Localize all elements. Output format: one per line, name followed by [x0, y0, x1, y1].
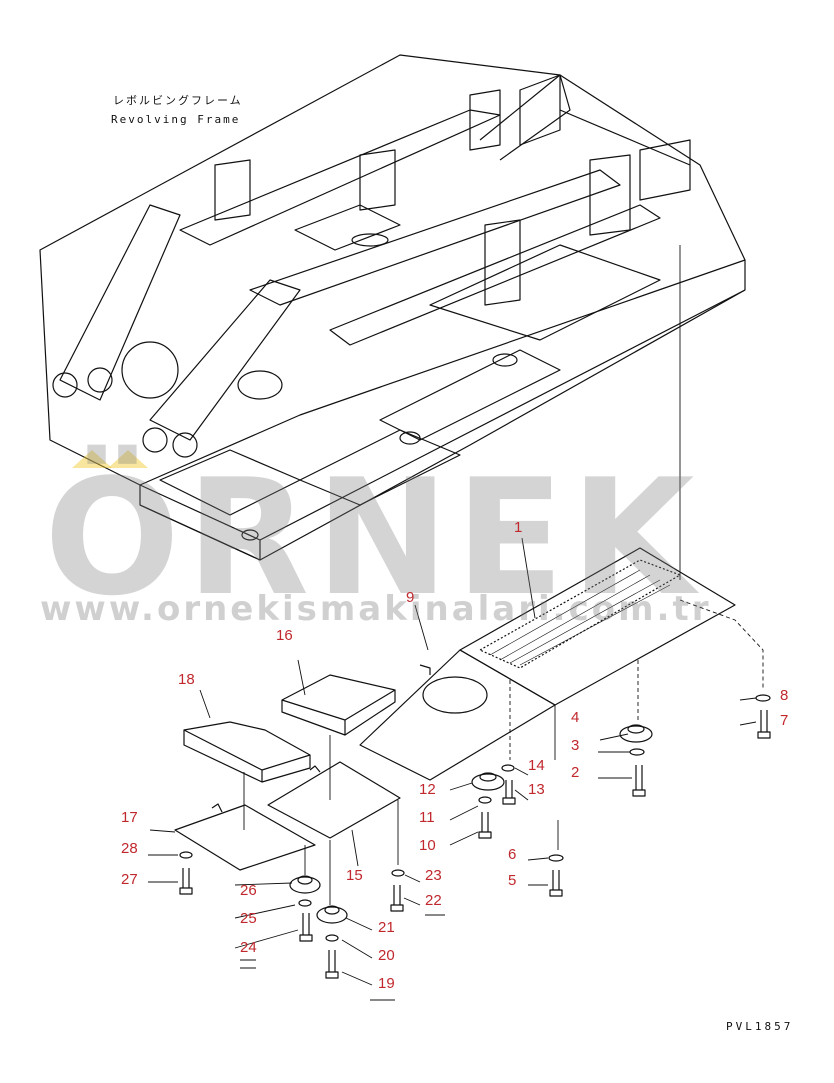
part-label-12: 12 [419, 781, 436, 798]
watermark-brand: ÖRNEK [44, 444, 701, 631]
cover-plate-9 [359, 649, 556, 781]
part-label-15: 15 [346, 867, 363, 884]
part-label-19: 19 [378, 975, 395, 992]
block-18 [183, 721, 311, 783]
part-label-9: 9 [406, 589, 415, 606]
part-label-20: 20 [378, 947, 395, 964]
part-label-8: 8 [780, 687, 789, 704]
part-label-4: 4 [571, 709, 580, 726]
watermark-dot-left [72, 450, 112, 468]
watermark-url: www.ornekismakinalari.com.tr [40, 589, 712, 629]
drawing-code: PVL1857 [726, 1020, 794, 1033]
part-label-16: 16 [276, 627, 293, 644]
bolts [179, 710, 771, 979]
part-label-3: 3 [571, 737, 580, 754]
part-label-26: 26 [240, 882, 257, 899]
diagram-title-en: Revolving Frame [111, 113, 241, 126]
part-label-21: 21 [378, 919, 395, 936]
plate-15 [267, 761, 401, 839]
part-label-6: 6 [508, 846, 517, 863]
part-label-22: 22 [425, 892, 442, 909]
part-label-25: 25 [240, 910, 257, 927]
part-label-27: 27 [121, 871, 138, 888]
plate-17 [174, 803, 316, 871]
watermark-dot-right [108, 450, 148, 468]
leader-lines [148, 245, 764, 1001]
part-label-10: 10 [419, 837, 436, 854]
mount-rubbers [289, 724, 653, 924]
part-label-2: 2 [571, 764, 580, 781]
part-label-14: 14 [528, 757, 545, 774]
part-label-5: 5 [508, 872, 517, 889]
block-16 [281, 674, 396, 736]
part-label-18: 18 [178, 671, 195, 688]
diagram-title-jp: レボルビングフレーム [113, 94, 243, 107]
part-label-23: 23 [425, 867, 442, 884]
revolving-frame [39, 54, 746, 561]
part-label-13: 13 [528, 781, 545, 798]
part-label-28: 28 [121, 840, 138, 857]
part-label-7: 7 [780, 712, 789, 729]
part-label-11: 11 [419, 809, 435, 826]
part-label-24: 24 [240, 939, 257, 956]
part-label-1: 1 [514, 519, 523, 536]
part-label-17: 17 [121, 809, 138, 826]
